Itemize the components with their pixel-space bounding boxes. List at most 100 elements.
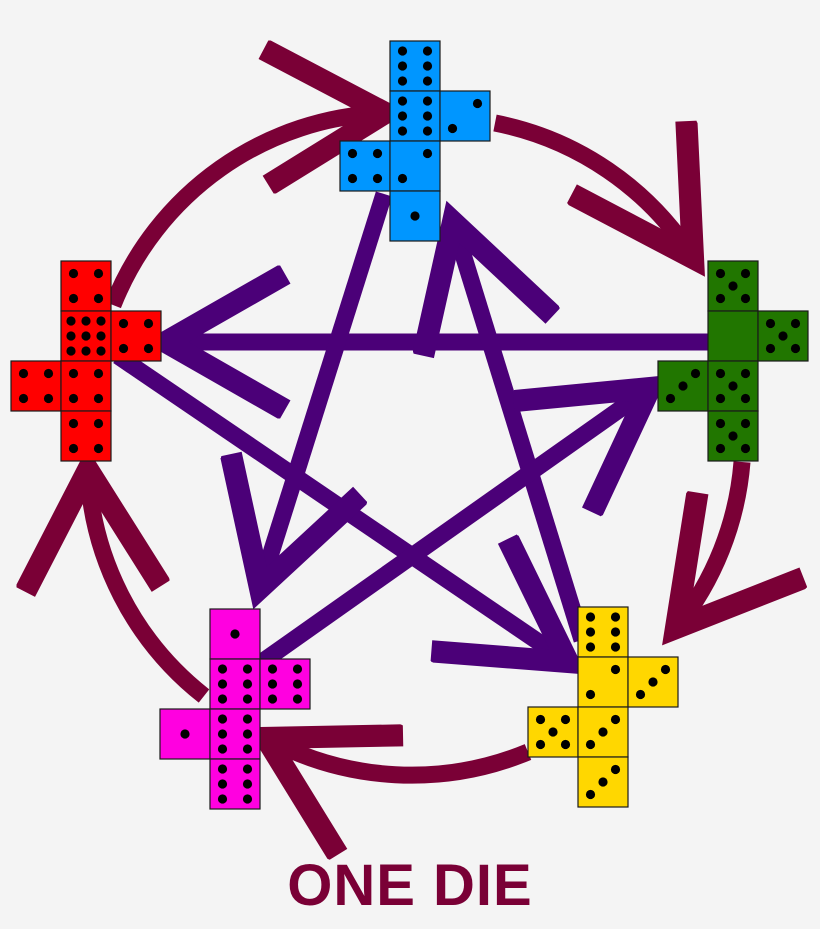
die-pip [690, 368, 701, 379]
die-pip [610, 642, 621, 652]
die-pip [66, 331, 76, 341]
die-net-green [657, 260, 809, 462]
die-pip [81, 331, 91, 341]
die-pip [397, 96, 408, 106]
die-pip [447, 123, 458, 134]
die-pip [347, 173, 358, 184]
die-pip [740, 368, 751, 379]
die-pip [267, 694, 278, 704]
die-pip [422, 76, 433, 86]
die-face-bottom_2 [60, 410, 112, 462]
die-pip [18, 368, 29, 379]
die-pip [242, 744, 253, 754]
die-pip [790, 318, 801, 329]
die-face-left [339, 140, 391, 192]
die-pip [217, 664, 228, 674]
die-pip [372, 173, 383, 184]
die-pip [715, 368, 726, 379]
die-pip [728, 431, 738, 441]
die-pip [217, 729, 228, 739]
die-pip [665, 393, 676, 404]
pentagram [113, 191, 708, 662]
star-arrow-yellow-to-blue [453, 222, 591, 643]
die-pip [143, 318, 154, 329]
die-pip [217, 779, 228, 789]
die-pip [217, 694, 228, 704]
die-pip [422, 46, 433, 56]
die-pip [93, 393, 104, 404]
die-pip [93, 443, 104, 454]
die-pip [678, 381, 688, 391]
die-pip [81, 346, 91, 356]
die-pip [715, 443, 726, 454]
die-net-magenta [159, 608, 311, 810]
die-pip [267, 664, 278, 674]
die-face-center [389, 90, 441, 142]
die-pip [217, 764, 228, 774]
die-pip [397, 46, 408, 56]
die-pip [292, 694, 303, 704]
die-pip [660, 664, 671, 675]
die-face-center [577, 656, 629, 708]
die-pip [715, 268, 726, 279]
die-pip [585, 789, 596, 800]
die-pip [728, 381, 738, 391]
die-pip [560, 739, 571, 750]
die-pip [96, 346, 106, 356]
die-pip [242, 714, 253, 724]
die-pip [267, 679, 278, 689]
cycle-arrow-yellow-to-magenta [266, 738, 532, 775]
die-pip [585, 642, 596, 652]
die-pip [535, 739, 546, 750]
die-pip [610, 612, 621, 622]
caption-title: ONE DIE [287, 853, 533, 918]
die-pip [68, 268, 79, 279]
die-pip [715, 293, 726, 304]
die-pip [118, 318, 129, 329]
die-pip [535, 714, 546, 725]
die-pip [610, 764, 621, 775]
star-arrow-blue-to-magenta [260, 191, 393, 588]
die-pip [397, 61, 408, 71]
die-pip [96, 331, 106, 341]
die-face-bottom_2 [209, 758, 261, 810]
die-face-top [389, 40, 441, 92]
die-pip [778, 331, 788, 341]
die-pip [66, 346, 76, 356]
dice-nets [10, 40, 809, 810]
die-pip [18, 393, 29, 404]
die-pip [598, 727, 608, 737]
die-pip [96, 316, 106, 326]
die-face-right [110, 310, 162, 362]
die-pip [242, 764, 253, 774]
die-face-left [657, 360, 709, 412]
die-pip [560, 714, 571, 725]
die-face-left [10, 360, 62, 412]
die-pip [93, 418, 104, 429]
die-pip [43, 368, 54, 379]
die-pip [347, 148, 358, 159]
die-pip [68, 393, 79, 404]
die-net-red [10, 260, 162, 462]
die-pip [242, 664, 253, 674]
die-face-center [707, 310, 759, 362]
die-pip [118, 343, 129, 354]
die-pip [143, 343, 154, 354]
die-pip [397, 126, 408, 136]
die-pip [217, 714, 228, 724]
die-pip [397, 173, 408, 184]
die-net-yellow [527, 606, 679, 808]
die-face-top [60, 260, 112, 312]
cycle-arrow-magenta-to-red [88, 470, 210, 703]
die-pip [68, 293, 79, 304]
die-pip [93, 268, 104, 279]
die-face-bottom_1 [209, 708, 261, 760]
die-pip [765, 343, 776, 354]
die-pip [230, 629, 240, 639]
die-pip [598, 777, 608, 787]
die-pip [66, 316, 76, 326]
die-pip [422, 111, 433, 121]
die-pip [790, 343, 801, 354]
cycle-arrow-green-to-yellow [676, 461, 742, 628]
die-pip [68, 418, 79, 429]
